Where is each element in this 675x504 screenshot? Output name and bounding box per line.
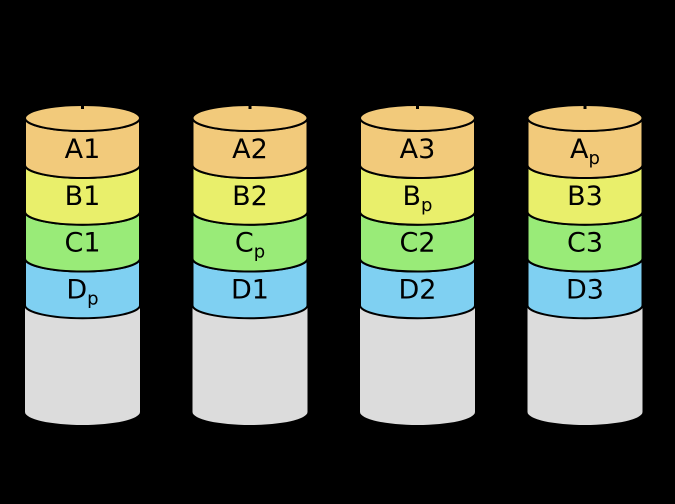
- disk-1-block-c-label-sub: p: [254, 242, 265, 263]
- disk-3-block-b-label: B3: [567, 181, 603, 212]
- disk-0-block-d-label: Dp: [66, 275, 98, 310]
- disk-1-block-a-label: A2: [232, 134, 268, 165]
- disk-1-block-b-label: B2: [232, 181, 268, 212]
- disk-2-block-d-label: D2: [399, 275, 437, 306]
- disk-0-block-c-label-main: C1: [64, 228, 100, 259]
- disk-2-block-c-label: C2: [399, 228, 435, 259]
- disk-2-block-c-label-main: C2: [399, 228, 435, 259]
- disk-0-block-d-label-sub: p: [87, 289, 98, 310]
- disk-0-block-b-label: B1: [65, 181, 101, 212]
- disk-3-block-c-label: C3: [567, 228, 603, 259]
- disk-3-block-d-label-main: D3: [566, 275, 604, 306]
- disk-1-body: [192, 305, 308, 425]
- disk-2-block-d-label-main: D2: [399, 275, 437, 306]
- disk-3-block-a-label: Ap: [570, 134, 600, 169]
- disk-1-block-a-label-main: A2: [232, 134, 268, 165]
- disk-1-block-c-label: Cp: [235, 228, 265, 263]
- disk-1-block-d-label-main: D1: [231, 275, 269, 306]
- disk-3-body: [527, 305, 643, 425]
- disk-3-block-a-label-main: A: [570, 134, 589, 165]
- disk-2-block-b-label: Bp: [403, 181, 433, 216]
- disk-0-block-d-label-main: D: [66, 275, 87, 306]
- disk-0-body: [25, 305, 140, 425]
- disk-0-block-b-label-main: B1: [65, 181, 101, 212]
- disk-0-block-c-label: C1: [64, 228, 100, 259]
- disk-0-block-a-label-main: A1: [65, 134, 101, 165]
- disk-2-block-a-label-main: A3: [400, 134, 436, 165]
- disk-0-block-a-label: A1: [65, 134, 101, 165]
- disk-1-block-d-label: D1: [231, 275, 269, 306]
- disk-3-block-b-label-main: B3: [567, 181, 603, 212]
- disk-2-block-b-label-main: B: [403, 181, 422, 212]
- disk-2-body: [360, 305, 475, 425]
- disk-2-block-b-label-sub: p: [421, 195, 432, 216]
- disk-1-block-c-label-main: C: [235, 228, 254, 259]
- disk-3-block-d-label: D3: [566, 275, 604, 306]
- disk-2-block-a-label: A3: [400, 134, 436, 165]
- disk-1-block-b-label-main: B2: [232, 181, 268, 212]
- disk-3-block-c-label-main: C3: [567, 228, 603, 259]
- disk-3-block-a-label-sub: p: [589, 148, 600, 169]
